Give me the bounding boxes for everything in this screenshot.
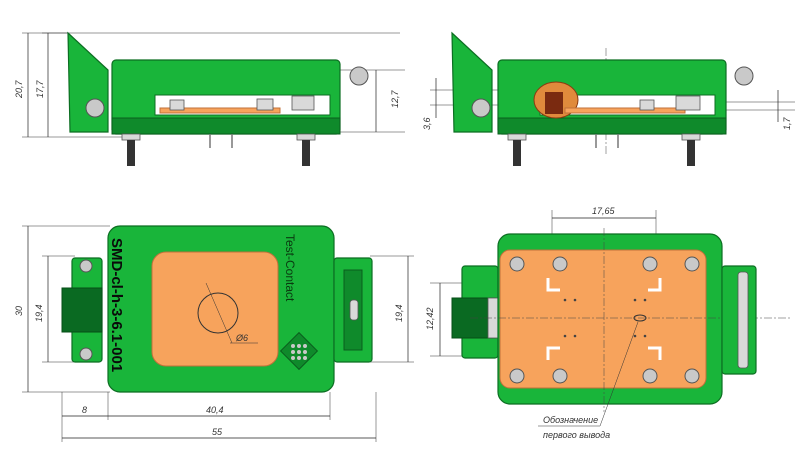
screw-icon bbox=[552, 368, 568, 384]
clamp-block bbox=[61, 287, 103, 333]
dim-40-4: 40,4 bbox=[206, 405, 224, 415]
dim-8: 8 bbox=[82, 405, 87, 415]
dim-19-4-left: 19,4 bbox=[34, 304, 44, 322]
dim-55: 55 bbox=[212, 427, 223, 437]
screw-icon bbox=[509, 256, 525, 272]
brand-label: Test-Contact bbox=[283, 234, 297, 302]
screw-icon bbox=[349, 66, 369, 86]
screw-icon bbox=[552, 256, 568, 272]
top-view-right: 17,65 12,42 bbox=[425, 206, 790, 440]
screw-icon bbox=[471, 98, 491, 118]
screw-icon bbox=[684, 368, 700, 384]
dim-17-7: 17,7 bbox=[35, 79, 45, 98]
dim-3-6: 3,6 bbox=[422, 117, 432, 130]
side-view-right: 3,6 1,7 bbox=[422, 31, 795, 166]
dim-20-7: 20,7 bbox=[14, 79, 24, 99]
screw-icon bbox=[509, 368, 525, 384]
screw-icon bbox=[85, 98, 105, 118]
dim-12-42: 12,42 bbox=[425, 307, 435, 330]
screw-icon bbox=[734, 66, 754, 86]
dim-1-7: 1,7 bbox=[782, 116, 792, 130]
clamp-plate bbox=[451, 31, 493, 133]
dim-12-7: 12,7 bbox=[390, 89, 400, 108]
contact-pad bbox=[499, 249, 707, 389]
first-pin-note-line2: первого вывода bbox=[543, 430, 610, 440]
dim-30: 30 bbox=[14, 306, 24, 316]
contact-strip bbox=[159, 107, 281, 114]
dim-17-65: 17,65 bbox=[592, 206, 616, 216]
clamp-plate bbox=[67, 31, 109, 133]
side-view-left: 20,7 17,7 12,7 bbox=[14, 31, 405, 166]
top-view-left: 30 19,4 19,4 8 40,4 55 Ø6 SMD-cl-h-3-6.1… bbox=[14, 225, 414, 442]
first-pin-note-line1: Обозначение bbox=[543, 415, 598, 425]
logo-icon bbox=[279, 331, 319, 371]
dim-diameter-6: Ø6 bbox=[235, 333, 248, 343]
body-bottom bbox=[111, 117, 341, 135]
screw-icon bbox=[642, 368, 658, 384]
model-label: SMD-cl-h-3-6.1-001 bbox=[108, 238, 125, 372]
screw-icon bbox=[642, 256, 658, 272]
contact-pad bbox=[151, 251, 279, 367]
dim-19-4-right: 19,4 bbox=[394, 304, 404, 322]
screw-icon bbox=[684, 256, 700, 272]
